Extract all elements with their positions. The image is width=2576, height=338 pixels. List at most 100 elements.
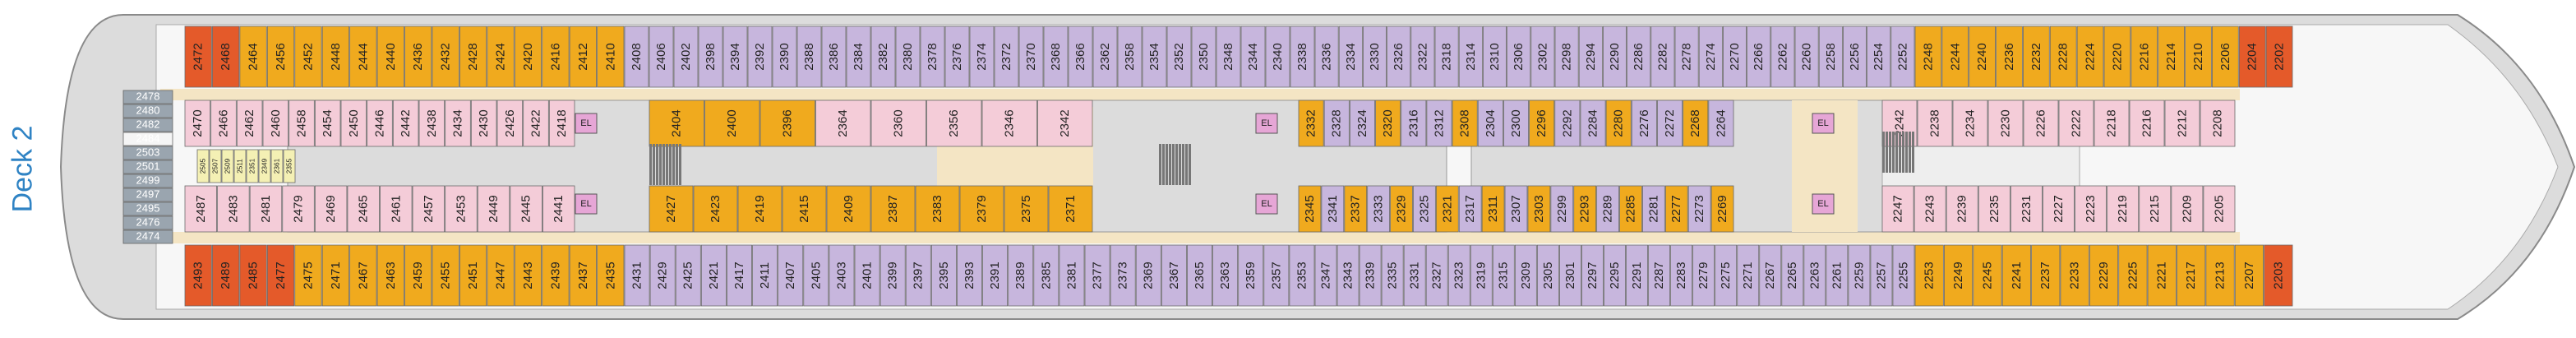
- cabin-number: 2318: [1440, 43, 1454, 70]
- cabin-cell: [1978, 185, 2010, 233]
- bot-inner-fwd-cell: 2247: [1881, 185, 1914, 233]
- top-outer-mid-cell: 2340: [1265, 25, 1290, 88]
- cabin-number: 2223: [2084, 195, 2098, 222]
- cabin-number: 2370: [1024, 43, 1038, 70]
- elevator: EL: [1255, 113, 1278, 134]
- cabin-number: 2277: [1669, 195, 1683, 222]
- cabin-cell: [1627, 25, 1651, 88]
- cabin-number: 2243: [1923, 195, 1937, 222]
- top-outer-fwd-cell: 2236: [1996, 25, 2023, 88]
- cabin-number: 2245: [1980, 262, 1994, 289]
- cabin-number: 2421: [707, 262, 721, 289]
- cabin-cell: [380, 185, 413, 233]
- cabin-cell: [487, 25, 515, 88]
- cabin-number: 2261: [1830, 262, 1844, 289]
- cabin-cell: [470, 100, 497, 147]
- cabin-cell: [1142, 25, 1167, 88]
- cabin-number: 2304: [1484, 109, 1498, 137]
- elevator-label: EL: [1817, 118, 1828, 128]
- bot-outer-fwd-cell: 2249: [1943, 244, 1974, 307]
- cabin-cell: [649, 100, 704, 147]
- cabin-number: 2460: [269, 109, 283, 137]
- cabin-number: 2392: [753, 43, 767, 70]
- top-inner-left-cell: 2438: [418, 100, 445, 147]
- cabin-number: 2208: [2210, 109, 2224, 137]
- cabin-number: 2366: [1073, 43, 1087, 70]
- cabin-number: 2321: [1440, 195, 1454, 222]
- cabin-number: 2442: [399, 109, 413, 137]
- cabin-cell: [698, 25, 723, 88]
- top-inner-left-cell: 2446: [367, 100, 393, 147]
- top-outer-mid-cell: 2362: [1092, 25, 1118, 88]
- cabin-number: 2285: [1623, 195, 1637, 222]
- bot-outer-mid-cell: 2377: [1084, 244, 1110, 307]
- cabin-cell: [649, 185, 694, 233]
- top-outer-mid-cell: 2372: [994, 25, 1019, 88]
- cabin-number: 2428: [466, 43, 480, 70]
- mid-small-cell: 2355: [283, 149, 296, 183]
- cabin-cell: [1581, 244, 1604, 307]
- stern-cabin: 2499: [122, 174, 173, 188]
- top-inner-right-cell: 2332: [1298, 100, 1324, 147]
- cabin-number: 2423: [709, 195, 722, 222]
- cabin-number: 2294: [1584, 43, 1598, 70]
- cabin-number: 2345: [1303, 195, 1317, 222]
- cabin-cell: [1914, 185, 1946, 233]
- cabin-cell: [2129, 100, 2165, 147]
- cabin-number: 2284: [1586, 109, 1600, 137]
- cabin-number: 2325: [1417, 195, 1431, 222]
- cabin-number: 2215: [2148, 195, 2162, 222]
- cabin-number: 2279: [1697, 262, 1710, 289]
- cabin-cell: [340, 100, 367, 147]
- bot-outer-left-cell: 2451: [459, 244, 487, 307]
- cabin-number: 2340: [1271, 43, 1285, 70]
- top-outer-right-cell: 2294: [1578, 25, 1603, 88]
- cabin-cell: [1363, 25, 1387, 88]
- cabin-number: 2448: [329, 43, 343, 70]
- mid-small-cell: 2349: [258, 149, 271, 183]
- stair-step: [1169, 144, 1171, 185]
- cabin-cell: [376, 244, 404, 307]
- cabin-number: 2465: [357, 195, 371, 222]
- bot-inner-left-cell: 2445: [510, 185, 542, 233]
- top-inner-mid-cell: 2356: [926, 100, 982, 147]
- cabin-cell: [778, 244, 804, 307]
- cabin-number: 2349: [261, 158, 269, 174]
- cabin-cell: [1514, 244, 1537, 307]
- cabin-number: 2341: [1326, 195, 1340, 222]
- top-outer-fwd-cell: 2248: [1914, 25, 1942, 88]
- cabin-cell: [1867, 25, 1891, 88]
- top-outer-right-cell: 2286: [1627, 25, 1651, 88]
- cabin-number: 2316: [1406, 109, 1420, 137]
- stair-step: [676, 144, 678, 185]
- cabin-number: 2406: [654, 43, 668, 70]
- cabin-number: 2404: [670, 109, 684, 137]
- cabin-number: 2471: [329, 262, 343, 289]
- bot-outer-right-cell: 2309: [1514, 244, 1537, 307]
- bot-outer-left-cell: 2437: [569, 244, 597, 307]
- cabin-cell: [747, 25, 773, 88]
- cabin-number: 2233: [2068, 262, 2082, 289]
- bot-inner-mid-cell: 2375: [1004, 185, 1049, 233]
- cabin-number: 2212: [2175, 109, 2189, 137]
- bot-inner-fwd-cell: 2231: [2010, 185, 2043, 233]
- cabin-number: 2224: [2084, 43, 2098, 70]
- cabin-cell: [826, 185, 871, 233]
- cabin-cell: [1401, 100, 1427, 147]
- top-inner-left-cell: 2466: [210, 100, 237, 147]
- bot-outer-mid-cell: 2353: [1289, 244, 1315, 307]
- cabin-cell: [1265, 25, 1290, 88]
- cabin-number: 2456: [274, 43, 288, 70]
- cabin-cell: [1323, 100, 1350, 147]
- cabin-number: 2257: [1875, 262, 1888, 289]
- cabin-cell: [737, 185, 782, 233]
- bot-outer-mid-cell: 2359: [1238, 244, 1264, 307]
- cabin-cell: [569, 25, 597, 88]
- cabin-cell: [1375, 100, 1401, 147]
- cabin-number: 2400: [725, 109, 739, 137]
- cabin-cell: [1803, 244, 1826, 307]
- cabin-cell: [542, 244, 570, 307]
- bot-outer-right-cell: 2315: [1492, 244, 1515, 307]
- cabin-number: 2446: [372, 109, 386, 137]
- top-outer-right-cell: 2258: [1818, 25, 1843, 88]
